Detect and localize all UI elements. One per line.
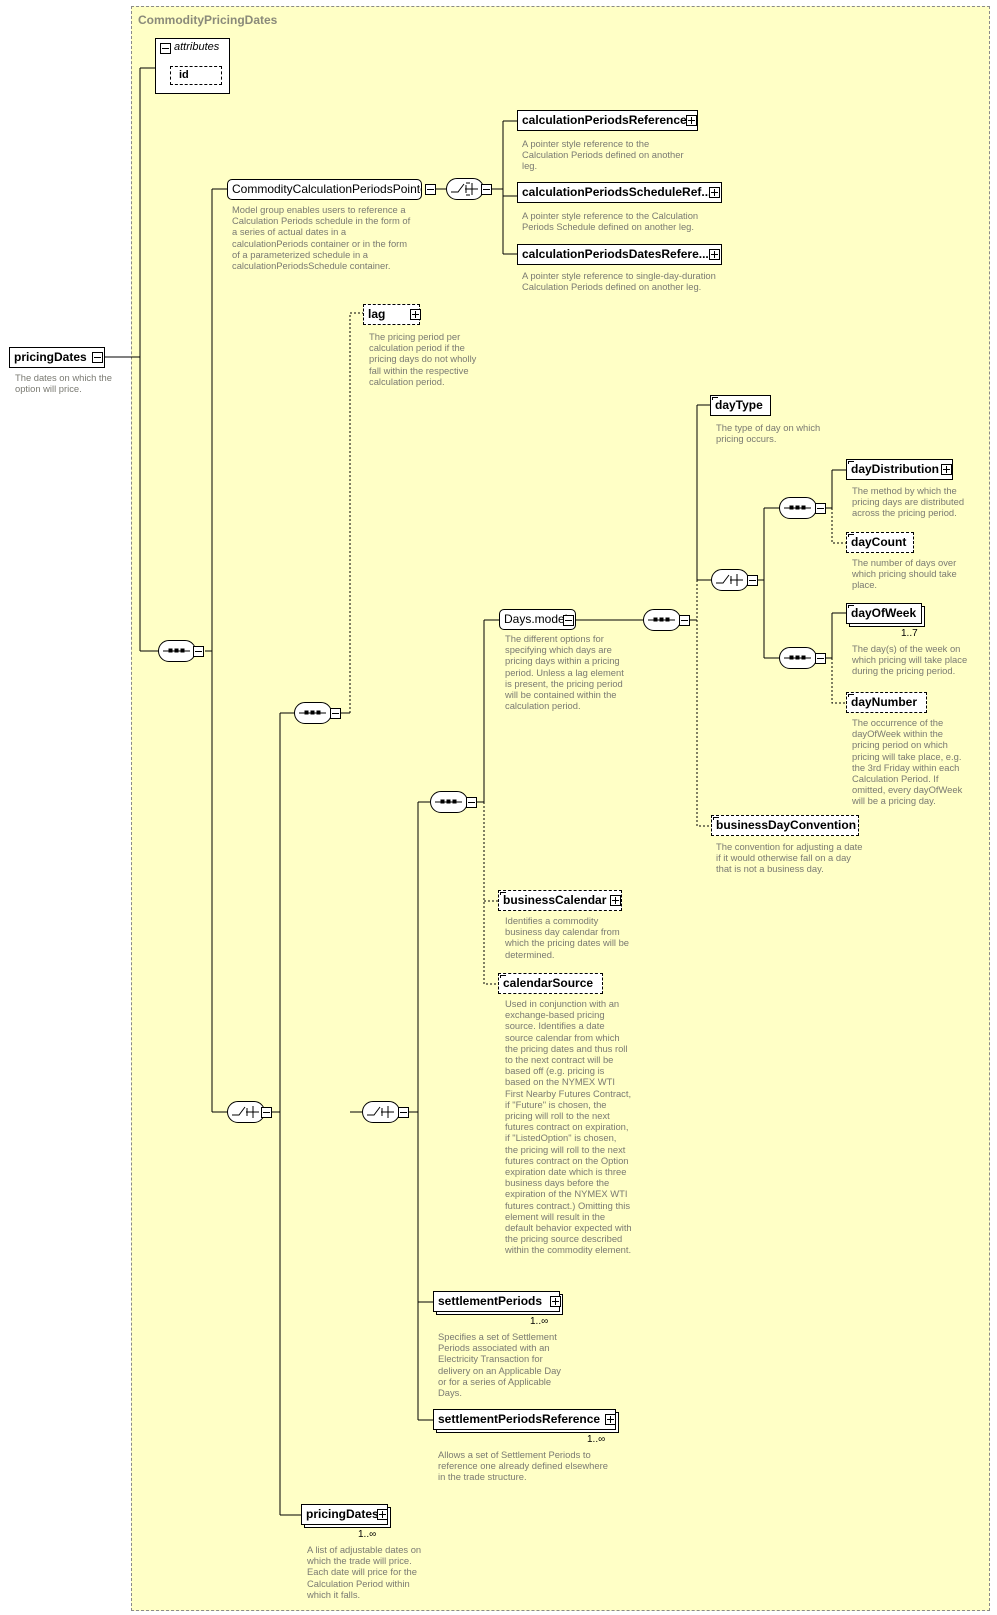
- simple-type-icon: [500, 892, 506, 895]
- calc-sched-description: A pointer style reference to the Calcula…: [522, 210, 699, 233]
- element-label: dayDistribution: [851, 462, 940, 476]
- day-count-description: The number of days over which pricing sh…: [852, 557, 957, 591]
- choice-switch: [232, 182, 743, 1118]
- calendar-source-element[interactable]: calendarSource: [498, 973, 603, 994]
- day-type-element[interactable]: dayType: [710, 395, 771, 416]
- expand-icon[interactable]: [686, 115, 697, 126]
- simple-type-icon: [848, 605, 854, 608]
- days-model-description: The different options for specifying whi…: [505, 633, 624, 712]
- attributes-box[interactable]: attributes id: [155, 38, 230, 94]
- day-count-element[interactable]: dayCount: [846, 532, 914, 553]
- collapse-icon[interactable]: [398, 1107, 409, 1118]
- cardinality: 1..∞: [587, 1434, 606, 1445]
- calc-dates-description: A pointer style reference to single-day-…: [522, 270, 716, 293]
- element-label: businessCalendar: [503, 893, 607, 907]
- element-label: calendarSource: [503, 976, 594, 990]
- element-label: calculationPeriodsScheduleRef...: [522, 185, 712, 199]
- element-label: dayCount: [851, 535, 907, 549]
- cardinality: 1..7: [901, 628, 918, 639]
- calculation-periods-schedule-element[interactable]: calculationPeriodsScheduleRef...: [517, 182, 722, 203]
- collapse-icon[interactable]: [92, 352, 103, 363]
- simple-type-icon: [848, 534, 854, 537]
- collapse-icon[interactable]: [563, 615, 574, 626]
- day-number-element[interactable]: dayNumber: [846, 692, 927, 713]
- lag-description: The pricing period per calculation perio…: [369, 331, 477, 387]
- group-title: CommodityPricingDates: [138, 13, 278, 27]
- business-calendar-element[interactable]: businessCalendar: [498, 890, 622, 911]
- business-calendar-description: Identifies a commodity business day cale…: [505, 915, 630, 960]
- collapse-icon[interactable]: [679, 615, 690, 626]
- simple-type-icon: [712, 397, 718, 400]
- ccpp-group[interactable]: CommodityCalculationPeriodsPointer....: [227, 179, 422, 200]
- element-label: pricingDates: [306, 1507, 379, 1521]
- calendar-source-description: Used in conjunction with an exchange-bas…: [505, 998, 632, 1256]
- collapse-icon[interactable]: [160, 43, 171, 54]
- bdc-description: The convention for adjusting a date if i…: [716, 841, 863, 875]
- calc-ref-description: A pointer style reference to the Calcula…: [522, 138, 684, 172]
- day-of-week-description: The day(s) of the week on which pricing …: [852, 643, 968, 677]
- commodity-pricing-dates-group: CommodityPricingDates: [131, 6, 990, 1611]
- settlement-periods-description: Specifies a set of Settlement Periods as…: [438, 1331, 561, 1399]
- day-of-week-element[interactable]: dayOfWeek: [846, 603, 922, 624]
- simple-type-icon: [500, 975, 506, 978]
- pricing-dates-list-element[interactable]: pricingDates: [301, 1504, 388, 1525]
- element-label: Days.model: [504, 612, 568, 626]
- collapse-icon[interactable]: [425, 184, 436, 195]
- collapse-icon[interactable]: [815, 653, 826, 664]
- day-distribution-element[interactable]: dayDistribution: [846, 459, 953, 480]
- collapse-icon[interactable]: [261, 1107, 272, 1118]
- attributes-label: attributes: [174, 41, 220, 53]
- attribute-id[interactable]: id: [170, 66, 222, 85]
- element-label: businessDayConvention: [716, 818, 857, 832]
- element-label: dayType: [715, 398, 763, 412]
- element-label: lag: [368, 307, 386, 321]
- day-number-description: The occurrence of the dayOfWeek within t…: [852, 717, 963, 807]
- collapse-icon[interactable]: [815, 503, 826, 514]
- settlement-periods-element[interactable]: settlementPeriods: [433, 1291, 560, 1312]
- root-description: The dates on which the option will price…: [15, 372, 112, 395]
- expand-icon[interactable]: [550, 1296, 561, 1307]
- simple-type-icon: [848, 461, 854, 464]
- pricing-dates-list-description: A list of adjustable dates on which the …: [307, 1544, 422, 1600]
- element-label: CommodityCalculationPeriodsPointer....: [232, 182, 421, 196]
- element-label: dayOfWeek: [851, 606, 917, 620]
- lag-element[interactable]: lag: [363, 304, 420, 325]
- day-distribution-description: The method by which the pricing days are…: [852, 485, 965, 519]
- days-model-group[interactable]: Days.model: [499, 609, 576, 630]
- collapse-icon[interactable]: [330, 708, 341, 719]
- ccpp-description: Model group enables users to reference a…: [232, 204, 411, 272]
- simple-type-icon: [713, 817, 719, 820]
- expand-icon[interactable]: [941, 464, 952, 475]
- business-day-convention-element[interactable]: businessDayConvention: [711, 815, 859, 836]
- element-label: settlementPeriods: [438, 1294, 543, 1308]
- collapse-icon[interactable]: [481, 184, 492, 195]
- collapse-icon[interactable]: [747, 575, 758, 586]
- simple-type-icon: [848, 694, 854, 697]
- calculation-periods-reference-element[interactable]: calculationPeriodsReference: [517, 110, 698, 131]
- cardinality: 1..∞: [358, 1529, 377, 1540]
- expand-icon[interactable]: [377, 1509, 388, 1520]
- element-label: settlementPeriodsReference: [438, 1412, 601, 1426]
- root-pricing-dates-element[interactable]: pricingDates: [9, 347, 105, 368]
- cardinality: 1..∞: [530, 1316, 549, 1327]
- sequence-dots: [163, 505, 811, 804]
- expand-icon[interactable]: [410, 309, 421, 320]
- element-label: pricingDates: [14, 350, 87, 364]
- element-label: dayNumber: [851, 695, 918, 709]
- day-type-description: The type of day on which pricing occurs.: [716, 422, 821, 445]
- element-label: calculationPeriodsDatesRefere...: [522, 247, 709, 261]
- collapse-icon[interactable]: [466, 797, 477, 808]
- calculation-periods-dates-element[interactable]: calculationPeriodsDatesRefere...: [517, 244, 722, 265]
- settlement-periods-reference-element[interactable]: settlementPeriodsReference: [433, 1409, 616, 1430]
- expand-icon[interactable]: [709, 187, 720, 198]
- element-label: calculationPeriodsReference: [522, 113, 687, 127]
- expand-icon[interactable]: [605, 1414, 616, 1425]
- collapse-icon[interactable]: [193, 646, 204, 657]
- expand-icon[interactable]: [610, 895, 621, 906]
- settlement-ref-description: Allows a set of Settlement Periods to re…: [438, 1449, 608, 1483]
- expand-icon[interactable]: [709, 249, 720, 260]
